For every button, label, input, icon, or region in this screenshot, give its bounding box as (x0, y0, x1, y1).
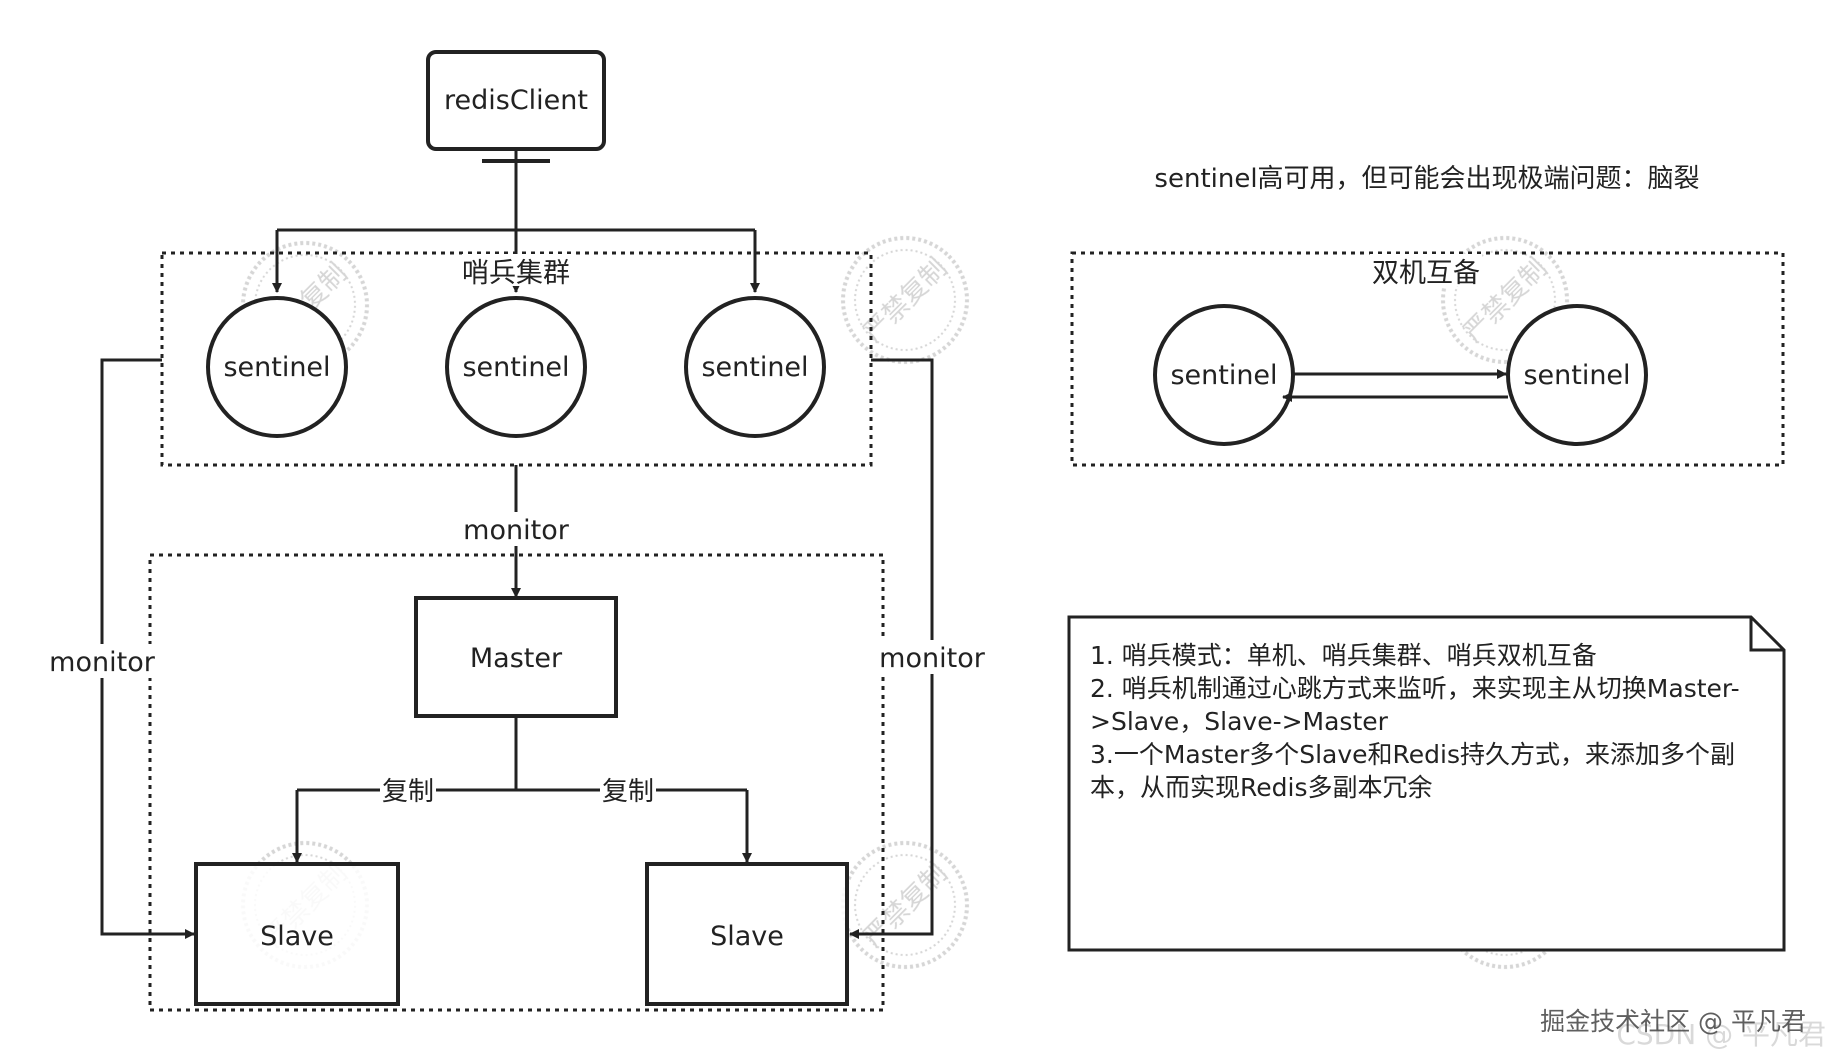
footer-watermark-juejin: 掘金技术社区 @ 平凡君 (1540, 1007, 1806, 1036)
slave-label-right: Slave (710, 921, 784, 952)
monitor-label-left: monitor (49, 647, 156, 678)
note-line: 3.一个Master多个Slave和Redis持久方式，来添加多个副 (1090, 740, 1735, 769)
dual-sentinel-group: 双机互备 sentinel sentinel (1070, 251, 1785, 467)
right-monitor-connector: monitor (849, 358, 986, 939)
copy-right-backdrop (600, 772, 656, 806)
note-line: 2. 哨兵机制通过心跳方式来监听，来实现主从切换Master- (1090, 674, 1740, 703)
note-card-shape (1067, 615, 1786, 952)
monitor-label-center: monitor (463, 515, 570, 546)
sentinel-node: sentinel (206, 296, 348, 438)
monitor-label-right: monitor (879, 643, 986, 674)
footer-watermark-csdn: CSDN @ 平凡君 (1616, 1018, 1826, 1051)
dual-sentinel-left-label: sentinel (1170, 360, 1277, 391)
note-line: >Slave，Slave->Master (1090, 707, 1389, 736)
copy-left-backdrop (380, 772, 436, 806)
left-monitor-backdrop (50, 644, 154, 678)
sentinel-cluster-boundary (160, 251, 873, 467)
dual-sentinel-left: sentinel (1153, 304, 1295, 446)
sentinel-label: sentinel (462, 352, 569, 383)
note-card: 1. 哨兵模式：单机、哨兵集群、哨兵双机互备 2. 哨兵机制通过心跳方式来监听，… (1067, 615, 1786, 952)
ha-heading: sentinel高可用，但可能会出现极端问题：脑裂 (1154, 164, 1699, 194)
sentinel-node: sentinel (684, 296, 826, 438)
dual-sentinel-boundary (1070, 251, 1785, 467)
sentinel-label: sentinel (701, 352, 808, 383)
master-label: Master (470, 643, 563, 674)
right-monitor-backdrop (880, 640, 984, 674)
redis-client-node: redisClient (426, 50, 606, 151)
master-slave-group: Master 复制 复制 Slave Slave (148, 553, 885, 1012)
slave-node-right: Slave (645, 862, 849, 1006)
stamp-text: 严禁复制 (858, 858, 953, 953)
cluster-title-backdrop (462, 254, 572, 286)
slave-label-left: Slave (260, 921, 334, 952)
replication-connectors (292, 716, 752, 863)
dual-sentinel-right: sentinel (1506, 304, 1648, 446)
note-line: 1. 哨兵模式：单机、哨兵集群、哨兵双机互备 (1090, 641, 1597, 670)
master-node: Master (414, 596, 618, 718)
monitor-label-backdrop (462, 512, 570, 546)
dual-sentinel-title: 双机互备 (1372, 258, 1480, 289)
sentinel-cluster-group: 哨兵集群 sentinel sentinel sentinel (160, 251, 873, 467)
dual-title-backdrop (1370, 254, 1482, 286)
dual-sentinel-right-label: sentinel (1523, 360, 1630, 391)
left-monitor-connector: monitor (49, 358, 195, 939)
sentinel-cluster-title: 哨兵集群 (462, 258, 570, 289)
copy-label-right: 复制 (602, 777, 654, 807)
redis-client-label: redisClient (444, 85, 588, 116)
copy-label-left: 复制 (382, 777, 434, 807)
sentinel-label: sentinel (223, 352, 330, 383)
note-card-fold (1749, 617, 1784, 652)
center-monitor-connector: monitor (462, 465, 570, 598)
sentinel-node: sentinel (445, 296, 587, 438)
slave-node-left: Slave (194, 862, 400, 1006)
note-line: 本，从而实现Redis多副本冗余 (1090, 773, 1432, 802)
stamp-text: 严禁复制 (858, 253, 953, 348)
